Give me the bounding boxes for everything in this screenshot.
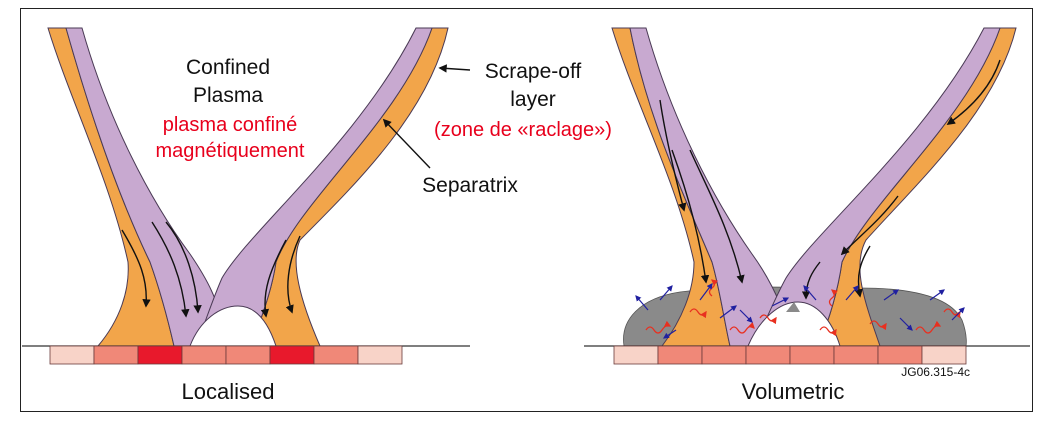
target-tile-medium: [745, 345, 791, 365]
separatrix-leader: [382, 118, 431, 169]
private-flux-region: [189, 305, 277, 347]
localised-panel: [22, 27, 471, 365]
flow-arrow: [165, 221, 202, 314]
flow-arrow: [840, 195, 899, 256]
confined-label-line1: Confined: [186, 56, 270, 79]
radiation-emission-blue: [635, 283, 965, 339]
target-tile-light: [921, 345, 967, 365]
scrape-off-leader: [438, 64, 471, 73]
target-tile-medium: [313, 345, 359, 365]
target-tile-medium: [701, 345, 747, 365]
flow-arrow: [659, 99, 687, 212]
radiation-emission-red: [645, 279, 961, 337]
localised-target-tiles: [49, 345, 403, 365]
flow-arrow: [854, 245, 871, 298]
flow-arrow: [671, 149, 710, 284]
left-leg-scrape-off-layer: [47, 27, 175, 347]
separatrix-label: Separatrix: [422, 174, 518, 197]
target-tile-hot: [269, 345, 315, 365]
flow-arrow: [946, 59, 1001, 125]
scrape-off-label-line1: Scrape-off: [485, 60, 582, 83]
cloud-bump: [786, 302, 800, 312]
volumetric-target-tiles: [613, 345, 967, 365]
target-tile-medium: [181, 345, 227, 365]
scrape-off-french: (zone de «raclage»): [434, 119, 612, 141]
target-tile-medium: [789, 345, 835, 365]
volumetric-panel: [584, 27, 1030, 365]
target-tile-light: [49, 345, 95, 365]
target-tile-medium: [877, 345, 923, 365]
target-tile-medium: [657, 345, 703, 365]
target-tile-medium: [93, 345, 139, 365]
flow-arrow: [151, 221, 190, 318]
target-tile-light: [357, 345, 403, 365]
figure-id: JG06.315-4c: [901, 365, 970, 379]
flow-arrow: [121, 229, 151, 308]
flow-arrow: [689, 149, 745, 284]
target-tile-hot: [137, 345, 183, 365]
volumetric-caption: Volumetric: [742, 379, 845, 404]
right-leg-scrape-off-layer: [249, 27, 449, 347]
flow-arrow: [260, 239, 287, 318]
flow-arrow: [801, 261, 821, 300]
scrape-off-label-line2: layer: [510, 88, 556, 111]
confined-french-line1: plasma confiné: [163, 114, 298, 136]
confined-french-line2: magnétiquement: [156, 140, 305, 162]
localised-caption: Localised: [182, 379, 275, 404]
flow-arrow: [285, 235, 301, 314]
target-tile-light: [613, 345, 659, 365]
confined-label-line2: Plasma: [193, 84, 263, 107]
target-tile-medium: [225, 345, 271, 365]
target-tile-medium: [833, 345, 879, 365]
